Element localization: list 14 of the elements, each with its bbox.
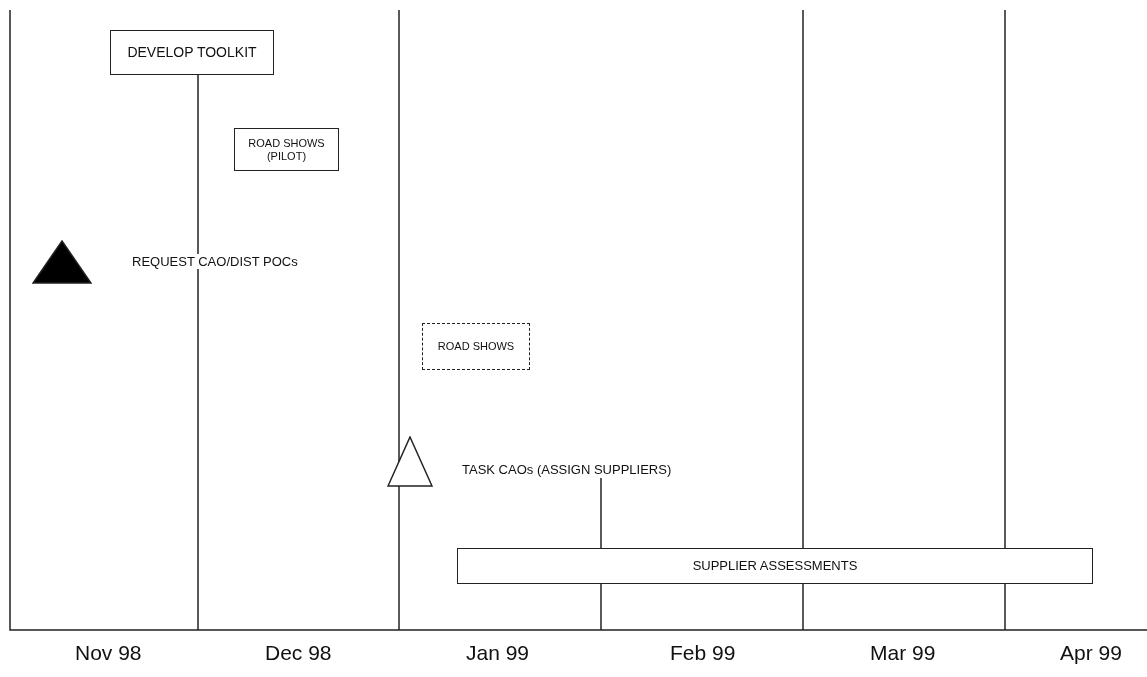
task-box: DEVELOP TOOLKIT [110,30,274,75]
month-label: Nov 98 [75,641,142,665]
month-label: Feb 99 [670,641,736,665]
month-label: Apr 99 [1060,641,1122,665]
month-label: Mar 99 [870,641,936,665]
milestone-outline-triangle [387,436,433,487]
month-label: Dec 98 [265,641,332,665]
milestone-label: REQUEST CAO/DIST POCs [132,254,298,269]
milestone-label: TASK CAOs (ASSIGN SUPPLIERS) [462,462,672,477]
task-box: ROAD SHOWS [422,323,530,370]
month-label: Jan 99 [466,641,530,665]
task-bar: SUPPLIER ASSESSMENTS [457,548,1093,584]
milestone-triangle [32,240,92,284]
task-box: ROAD SHOWS (PILOT) [234,128,339,171]
